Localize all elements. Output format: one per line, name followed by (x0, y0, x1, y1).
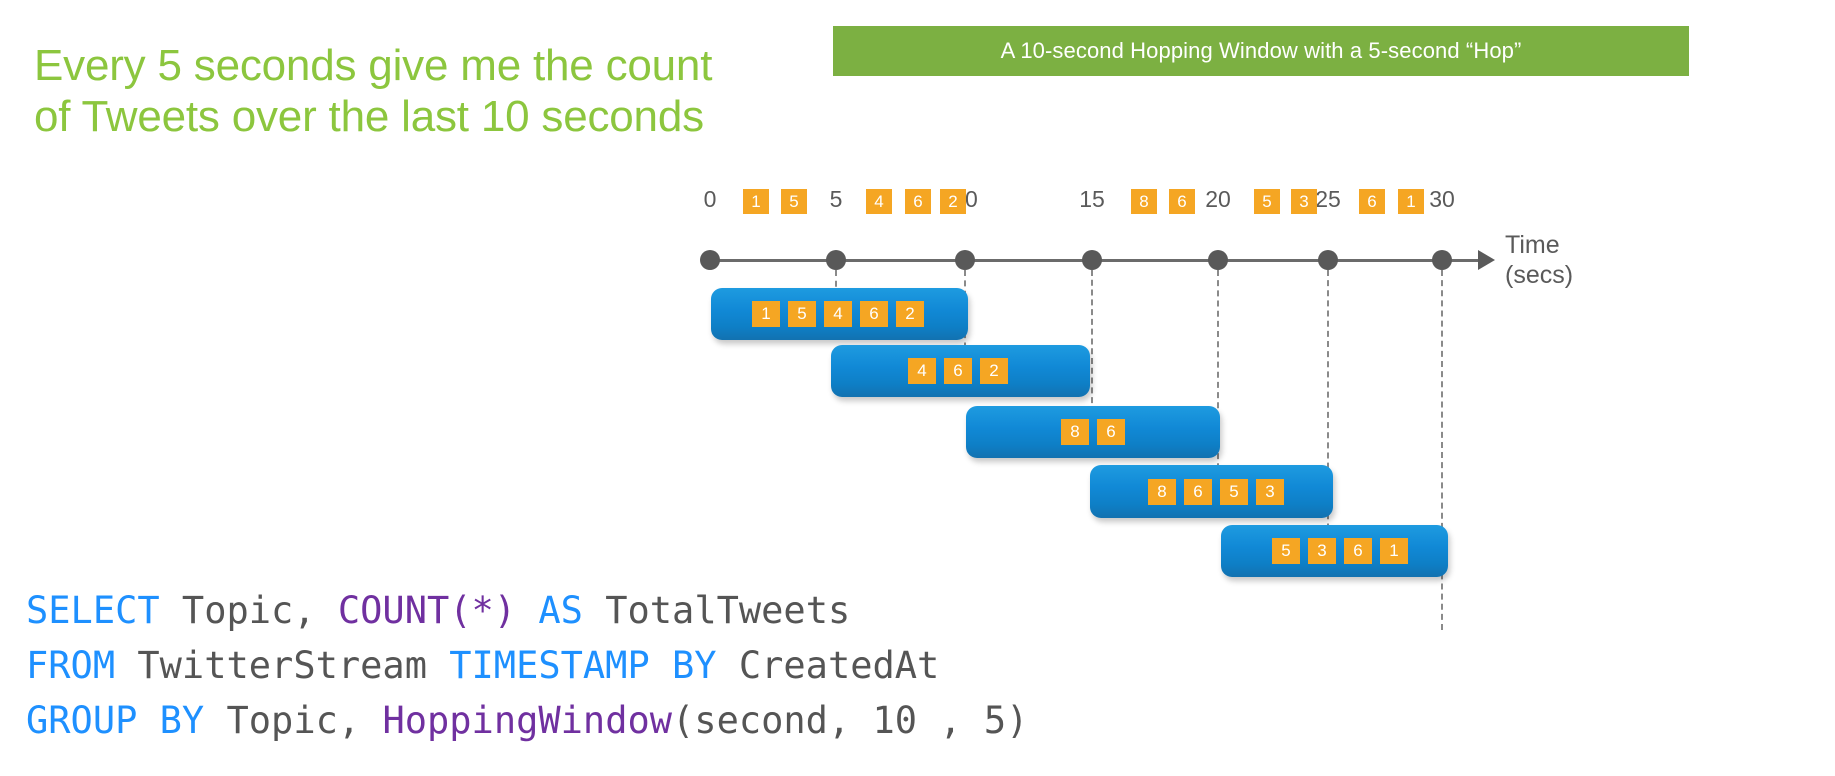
tweet-event-chip: 5 (1272, 538, 1300, 564)
tweet-event-chip: 4 (908, 358, 936, 384)
page-title: Every 5 seconds give me the count of Twe… (34, 41, 713, 141)
axis-label-time: Time (secs) (1505, 230, 1573, 290)
axis-tick-label: 0 (703, 186, 717, 212)
sql-token: HoppingWindow (382, 699, 673, 742)
sql-token: (second, 10 , 5) (672, 699, 1029, 742)
hopping-window-bar (966, 406, 1220, 458)
axis-tick-dot (1208, 250, 1228, 270)
axis-label-time-text: Time (1505, 231, 1560, 259)
sql-line: GROUP BY Topic, HoppingWindow(second, 10… (26, 693, 1028, 748)
hopping-window-bar (831, 345, 1090, 397)
window-boundary-drop-line (835, 270, 837, 330)
tweet-event-chip: 1 (1380, 538, 1408, 564)
hopping-window-bar (1221, 525, 1448, 577)
axis-tick-dot (955, 250, 975, 270)
hopping-window-bar (711, 288, 968, 340)
sql-token: TwitterStream (115, 644, 450, 687)
window-boundary-drop-line (1441, 270, 1443, 630)
axis-tick-label: 20 (1205, 186, 1231, 212)
sql-token: Topic, (159, 589, 338, 632)
axis-tick-dot (700, 250, 720, 270)
tweet-event-chip: 8 (1061, 419, 1089, 445)
tweet-event-chip: 6 (1359, 189, 1385, 214)
hopping-window-bar (1090, 465, 1333, 518)
sql-token: Topic, (204, 699, 383, 742)
time-axis-line (710, 259, 1480, 262)
sql-token: SELECT (26, 589, 160, 632)
tweet-event-chip: 6 (944, 358, 972, 384)
window-boundary-drop-line (1217, 270, 1219, 510)
axis-tick-label: 5 (829, 186, 843, 212)
window-boundary-drop-line (964, 270, 966, 390)
window-boundary-drop-line (1091, 270, 1093, 452)
tweet-event-chip: 2 (896, 301, 924, 327)
axis-tick-dot (1318, 250, 1338, 270)
tweet-event-chip: 6 (860, 301, 888, 327)
axis-tick-label: 15 (1079, 186, 1105, 212)
tweet-event-chip: 2 (980, 358, 1008, 384)
axis-label-time-unit: (secs) (1505, 261, 1574, 289)
sql-token: COUNT(*) (337, 589, 517, 632)
tweet-event-chip: 3 (1291, 189, 1317, 214)
sql-token: TIMESTAMP BY (449, 644, 717, 687)
sql-line: FROM TwitterStream TIMESTAMP BY CreatedA… (26, 638, 1028, 693)
tweet-event-chip: 4 (866, 189, 892, 214)
tweet-event-chip: 1 (1398, 189, 1424, 214)
tweet-event-chip: 5 (788, 301, 816, 327)
tweet-event-chip: 1 (752, 301, 780, 327)
tweet-event-chip: 2 (940, 189, 966, 214)
tweet-event-chip: 6 (1184, 479, 1212, 505)
tweet-event-chip: 4 (824, 301, 852, 327)
tweet-event-chip: 1 (743, 189, 769, 214)
sql-token: CreatedAt (716, 644, 940, 687)
axis-tick-label: 30 (1429, 186, 1455, 212)
tweet-event-chip: 5 (781, 189, 807, 214)
time-axis-arrow-icon (1478, 250, 1495, 270)
tweet-event-chip: 8 (1148, 479, 1176, 505)
sql-token: FROM (26, 644, 116, 687)
axis-tick-dot (826, 250, 846, 270)
sql-token (516, 589, 538, 632)
tweet-event-chip: 6 (905, 189, 931, 214)
sql-token: GROUP BY (26, 699, 205, 742)
sql-token: AS (538, 589, 583, 632)
sql-line: SELECT Topic, COUNT(*) AS TotalTweets (26, 583, 1028, 638)
tweet-event-chip: 8 (1131, 189, 1157, 214)
tweet-event-chip: 6 (1344, 538, 1372, 564)
tweet-event-chip: 3 (1256, 479, 1284, 505)
axis-tick-dot (1432, 250, 1452, 270)
tweet-event-chip: 5 (1254, 189, 1280, 214)
tweet-event-chip: 3 (1308, 538, 1336, 564)
banner-title: A 10-second Hopping Window with a 5-seco… (1000, 38, 1522, 63)
window-boundary-drop-line (1327, 270, 1329, 570)
axis-tick-label: 25 (1315, 186, 1341, 212)
axis-tick-label: 10 (952, 186, 978, 212)
tweet-event-chip: 6 (1097, 419, 1125, 445)
banner: A 10-second Hopping Window with a 5-seco… (833, 26, 1689, 76)
tweet-event-chip: 6 (1169, 189, 1195, 214)
tweet-event-chip: 5 (1220, 479, 1248, 505)
sql-token: TotalTweets (582, 589, 851, 632)
axis-tick-dot (1082, 250, 1102, 270)
